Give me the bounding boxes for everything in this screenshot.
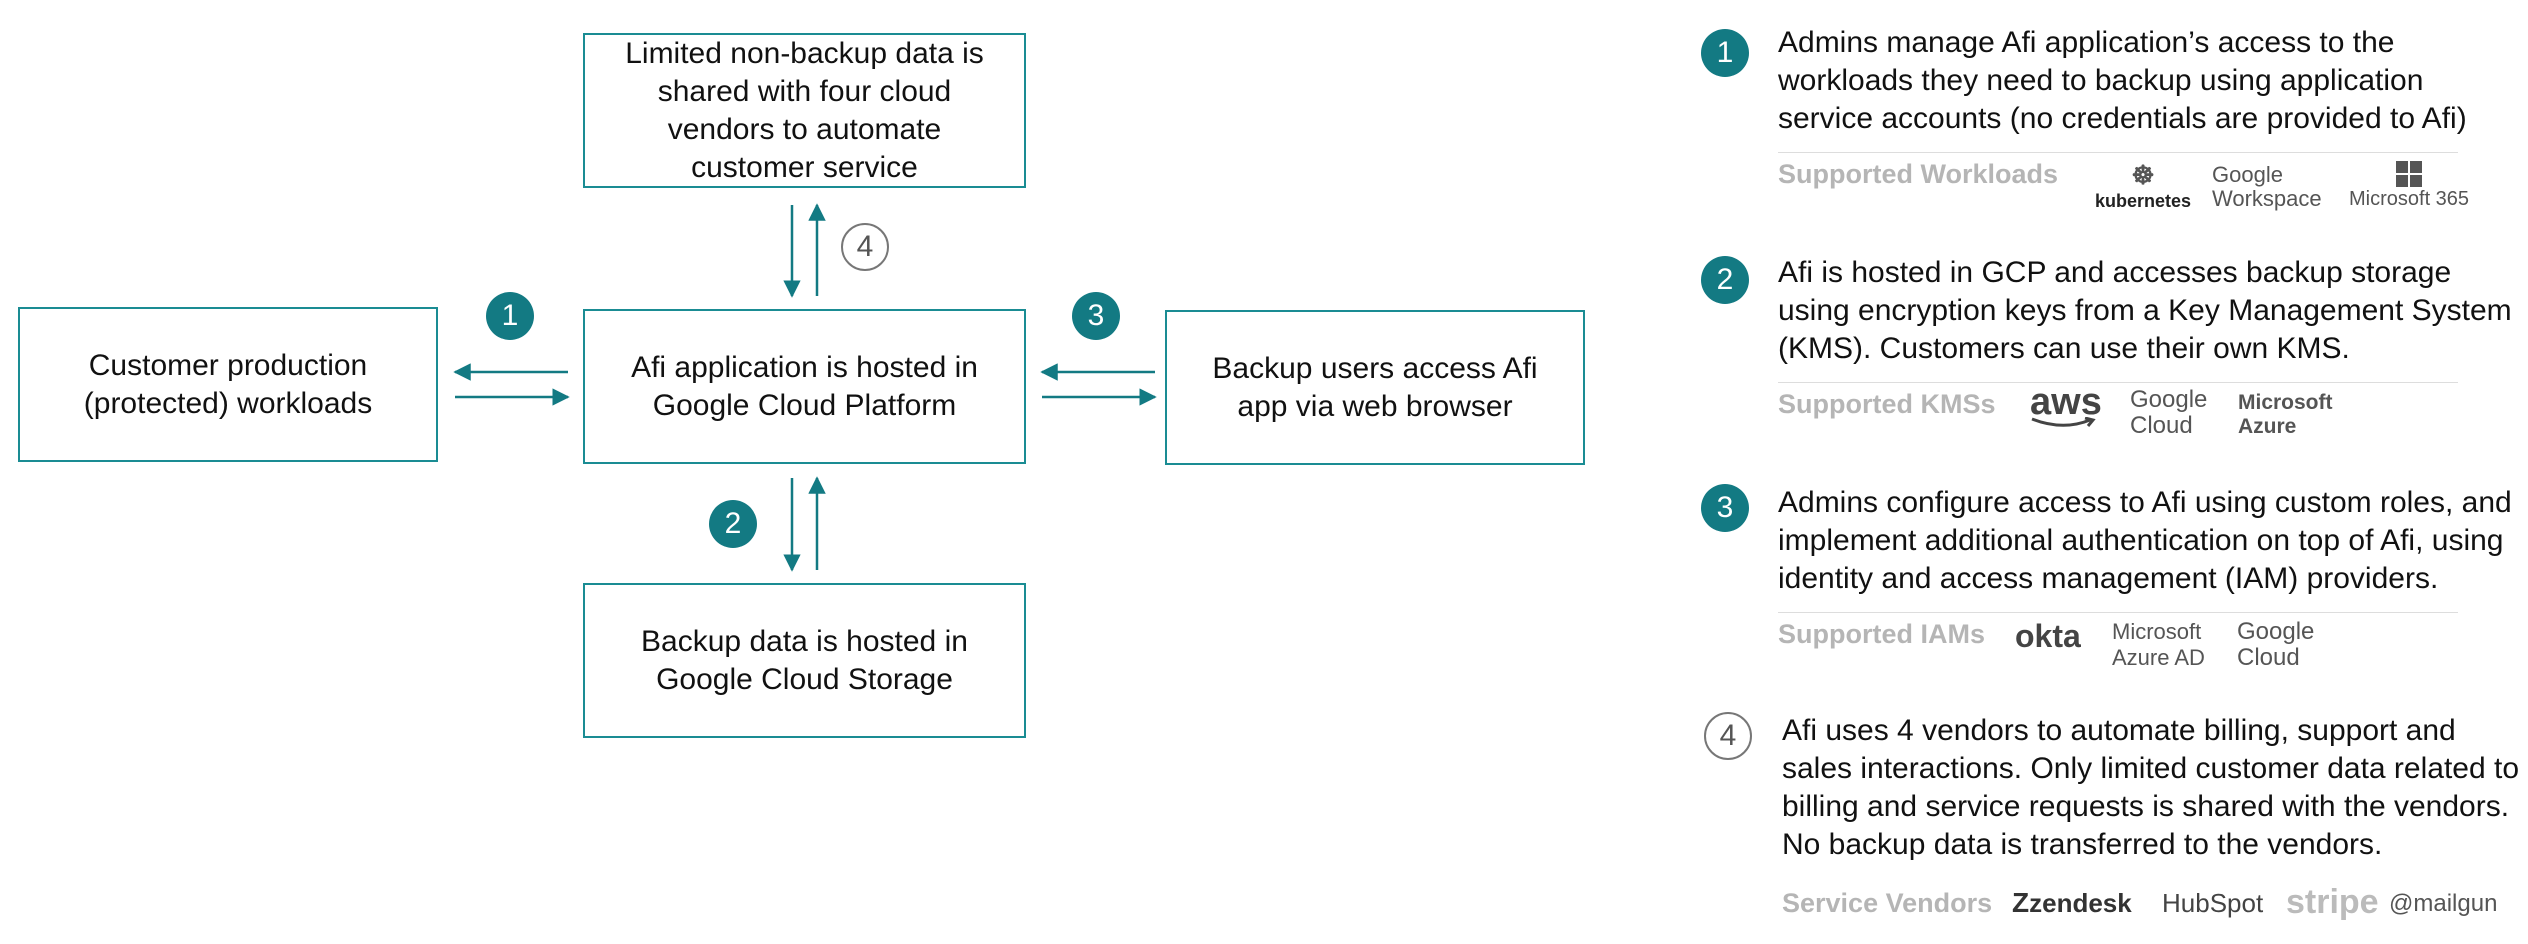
aws-logo: aws bbox=[2030, 383, 2102, 429]
hubspot-logo-text: HubSpot bbox=[2162, 888, 2264, 918]
microsoft-365-logo-text: Microsoft 365 bbox=[2349, 188, 2470, 210]
legend-badge-1: 1 bbox=[1701, 29, 1749, 77]
diagram-badge-4: 4 bbox=[841, 223, 889, 271]
azure-ad-line2: Azure AD bbox=[2112, 645, 2205, 670]
service-vendors-label: Service Vendors bbox=[1782, 888, 1993, 918]
supported-workloads-row: Supported Workloads ☸ kubernetes Google … bbox=[1778, 152, 2469, 219]
okta-logo: okta bbox=[2015, 619, 2081, 653]
microsoft-grid-icon bbox=[2396, 161, 2423, 187]
diagram-badge-3: 3 bbox=[1072, 292, 1120, 340]
backup-storage-box: Backup data is hosted in Google Cloud St… bbox=[583, 583, 1026, 738]
legend-badge-3: 3 bbox=[1701, 484, 1749, 532]
zendesk-z-icon: Z bbox=[2012, 887, 2030, 918]
okta-logo-text: okta bbox=[2015, 618, 2081, 654]
backup-users-box: Backup users access Afi app via web brow… bbox=[1165, 310, 1585, 465]
microsoft-azure-ad-logo: Microsoft Azure AD bbox=[2112, 619, 2205, 671]
aws-smile-icon bbox=[2031, 417, 2096, 427]
customer-box-text: Customer production (protected) workload… bbox=[83, 348, 373, 420]
supported-kmss-row: Supported KMSs aws Google Cloud Microsof… bbox=[1778, 382, 2458, 449]
microsoft-azure-line2: Azure bbox=[2238, 415, 2297, 438]
supported-iams-row: Supported IAMs okta Microsoft Azure AD G… bbox=[1778, 612, 2458, 679]
google-workspace-logo-line1: Google bbox=[2212, 162, 2283, 187]
google-cloud-logo-kms: Google Cloud bbox=[2130, 387, 2207, 439]
legend-item-4: 4 Afi uses 4 vendors to automate billing… bbox=[1700, 712, 2520, 937]
service-vendors-row: Service Vendors Zzendesk HubSpot stripe … bbox=[1782, 872, 2497, 932]
google-cloud-iam-line1: Google bbox=[2237, 618, 2315, 645]
legend-item-2: 2 Afi is hosted in GCP and accesses back… bbox=[1700, 254, 2520, 454]
google-cloud-kms-line2: Cloud bbox=[2130, 412, 2193, 439]
kubernetes-logo: ☸ kubernetes bbox=[2095, 161, 2191, 213]
kubernetes-wheel-icon: ☸ bbox=[2131, 160, 2155, 190]
mailgun-logo-text: @mailgun bbox=[2389, 890, 2498, 917]
diagram-badge-1: 1 bbox=[486, 292, 534, 340]
mailgun-logo: @mailgun bbox=[2389, 890, 2497, 918]
diagram-badge-2: 2 bbox=[709, 500, 757, 548]
azure-ad-line1: Microsoft bbox=[2112, 619, 2202, 644]
afi-application-box: Afi application is hosted in Google Clou… bbox=[583, 309, 1026, 464]
stripe-logo: stripe bbox=[2286, 884, 2379, 920]
google-workspace-logo: Google Workspace bbox=[2212, 163, 2322, 211]
aws-logo-text: aws bbox=[2030, 381, 2102, 423]
hubspot-logo: HubSpot bbox=[2162, 888, 2263, 918]
legend-text-2: Afi is hosted in GCP and accesses backup… bbox=[1778, 256, 2512, 365]
microsoft-365-logo: Microsoft 365 bbox=[2349, 161, 2469, 211]
legend-text-3: Admins configure access to Afi using cus… bbox=[1778, 486, 2512, 595]
customer-workloads-box: Customer production (protected) workload… bbox=[18, 307, 438, 462]
vendors-box-text: Limited non-backup data is shared with f… bbox=[625, 36, 984, 184]
legend-item-3: 3 Admins configure access to Afi using c… bbox=[1700, 484, 2520, 684]
storage-box-text: Backup data is hosted in Google Cloud St… bbox=[641, 624, 968, 696]
microsoft-azure-logo: Microsoft Azure bbox=[2238, 391, 2333, 439]
legend-item-1: 1 Admins manage Afi application’s access… bbox=[1700, 24, 2520, 224]
google-cloud-iam-line2: Cloud bbox=[2237, 644, 2300, 671]
google-cloud-kms-line1: Google bbox=[2130, 386, 2208, 413]
users-box-text: Backup users access Afi app via web brow… bbox=[1212, 351, 1538, 423]
zendesk-logo-text: zendesk bbox=[2029, 888, 2132, 918]
zendesk-logo: Zzendesk bbox=[2012, 887, 2132, 919]
legend-text-1: Admins manage Afi application’s access t… bbox=[1778, 26, 2467, 135]
supported-iams-label: Supported IAMs bbox=[1778, 619, 1985, 649]
legend-text-4: Afi uses 4 vendors to automate billing, … bbox=[1782, 714, 2520, 861]
legend-badge-4: 4 bbox=[1704, 712, 1752, 760]
google-cloud-logo-iam: Google Cloud bbox=[2237, 619, 2314, 671]
vendors-box: Limited non-backup data is shared with f… bbox=[583, 33, 1026, 188]
supported-workloads-label: Supported Workloads bbox=[1778, 159, 2059, 189]
google-workspace-logo-line2: Workspace bbox=[2212, 186, 2322, 211]
microsoft-azure-line1: Microsoft bbox=[2238, 391, 2333, 414]
kubernetes-logo-text: kubernetes bbox=[2095, 191, 2192, 211]
afi-box-text: Afi application is hosted in Google Clou… bbox=[631, 350, 978, 422]
legend-badge-2: 2 bbox=[1701, 256, 1749, 304]
supported-kmss-label: Supported KMSs bbox=[1778, 389, 1996, 419]
stripe-logo-text: stripe bbox=[2286, 883, 2379, 921]
